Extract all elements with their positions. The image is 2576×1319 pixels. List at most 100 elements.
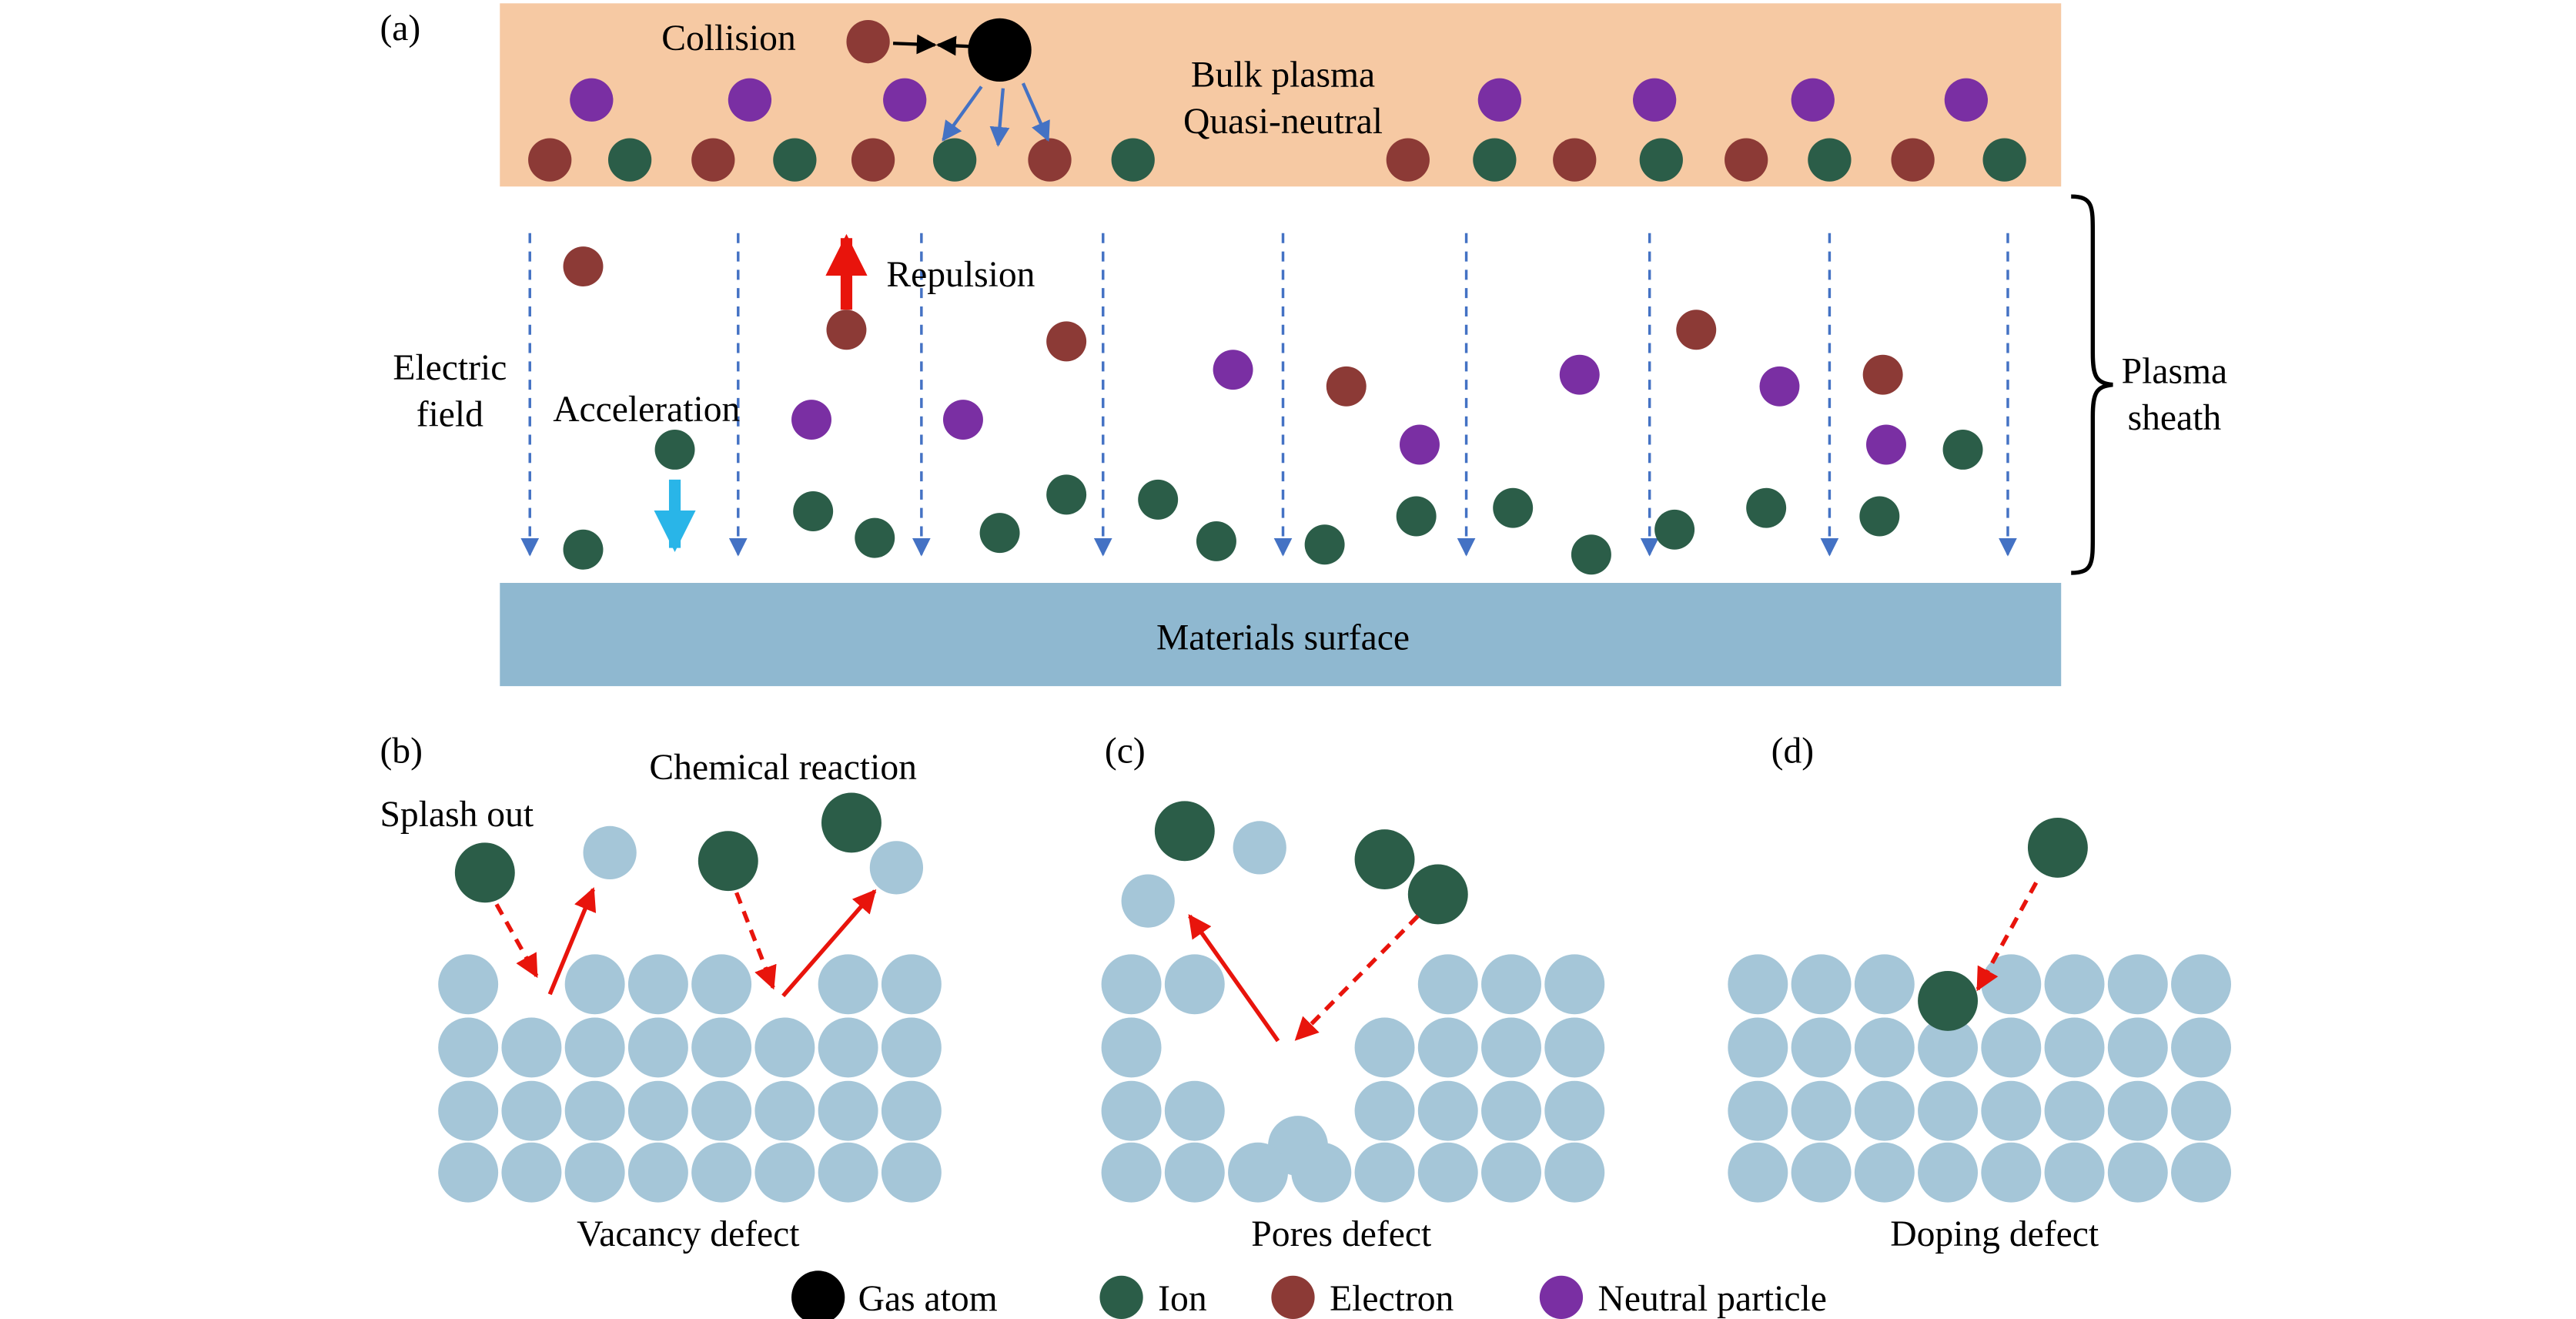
doping-lattice-circle xyxy=(1981,954,2042,1015)
c-ions-circle xyxy=(1354,829,1415,889)
panel-c-label: (c) xyxy=(1105,731,1146,772)
bulk-plasma-label-line1: Bulk plasma xyxy=(1191,55,1375,95)
electron-swatch xyxy=(1271,1275,1315,1319)
materials-surface-band xyxy=(500,583,2062,687)
bulk-neutral-row-circle xyxy=(728,78,772,122)
doping-lattice-circle xyxy=(1728,1080,1788,1141)
b-ions xyxy=(454,792,882,903)
pores-lattice-circle xyxy=(1481,1017,1541,1078)
pores-lattice-circle xyxy=(1417,1080,1478,1141)
scatter-arrow-3 xyxy=(1021,82,1050,142)
doping-lattice-circle xyxy=(2171,954,2231,1015)
vacancy-lattice-circle xyxy=(564,1017,625,1078)
sheath-neutrals-circle xyxy=(1400,424,1440,465)
pores-lattice-circle xyxy=(1354,1017,1415,1078)
pores-lattice-circle xyxy=(1544,1080,1605,1141)
sheath-electrons-circle xyxy=(1676,310,1717,350)
doping-lattice-circle xyxy=(1728,954,1788,1015)
legend-item-1: Ion xyxy=(1099,1275,1207,1319)
pores-lattice-circle xyxy=(1481,1142,1541,1203)
pores-lattice-circle xyxy=(1164,954,1225,1015)
scatter-arrow-2 xyxy=(989,88,1010,147)
b-impact-arrow-2 xyxy=(734,892,777,990)
vacancy-lattice-circle xyxy=(438,1142,499,1203)
bulk-neutral-row xyxy=(570,78,1989,122)
vacancy-lattice-circle xyxy=(691,1080,752,1141)
bulk-electron-row xyxy=(528,138,1935,182)
sheath-ions-circle xyxy=(1942,430,1983,470)
panel-b-label: (b) xyxy=(380,731,423,772)
neutral-particle-swatch xyxy=(1539,1275,1584,1319)
vacancy-lattice-circle xyxy=(881,1142,942,1203)
bulk-neutral-row-circle xyxy=(1791,78,1835,122)
c-ions-circle xyxy=(1154,801,1215,862)
sheath-ions-circle xyxy=(1196,521,1236,561)
chemical-reaction-label: Chemical reaction xyxy=(649,748,917,788)
bulk-neutral-row-circle xyxy=(570,78,614,122)
b-eject-arrow-1 xyxy=(547,887,597,996)
doping-lattice-circle xyxy=(2171,1017,2231,1078)
vacancy-lattice-circle xyxy=(754,1142,815,1203)
sheath-neutrals-circle xyxy=(1213,350,1253,390)
b-eject-arrow-2 xyxy=(781,889,877,998)
doping-lattice-circle xyxy=(1918,1080,1979,1141)
plasma-sheath-label-line1: Plasma xyxy=(2122,351,2227,391)
pores-lattice xyxy=(1101,954,1605,1203)
plasma-sheath-label-line2: sheath xyxy=(2128,398,2222,438)
doping-lattice-circle xyxy=(1981,1017,2042,1078)
bulk-ion-row-circle xyxy=(607,138,652,182)
doping-lattice-circle xyxy=(2044,1080,2105,1141)
doping-lattice-circle xyxy=(2044,1017,2105,1078)
plasma-sheath-brace xyxy=(2071,194,2113,575)
gas-atom-circle xyxy=(968,18,1032,82)
pores-lattice-circle xyxy=(1481,1080,1541,1141)
pores-lattice-circle xyxy=(1544,954,1605,1015)
sheath-ions-circle xyxy=(1571,534,1611,575)
collision-electron-circle xyxy=(846,19,890,64)
sheath-electrons-circle xyxy=(1862,354,1903,395)
vacancy-defect-label: Vacancy defect xyxy=(577,1214,799,1254)
bulk-ion-row-circle xyxy=(1639,138,1683,182)
doping-lattice-circle xyxy=(2171,1080,2231,1141)
repulsion-label: Repulsion xyxy=(886,255,1035,295)
legend-item-3: Neutral particle xyxy=(1539,1275,1827,1319)
doping-lattice-circle xyxy=(2044,954,2105,1015)
bulk-ion-row-circle xyxy=(933,138,977,182)
bulk-ion-row-circle xyxy=(1473,138,1517,182)
sheath-ions-circle xyxy=(1396,496,1437,537)
d-doped-ion-circle xyxy=(1918,970,1979,1031)
pores-lattice-circle xyxy=(1354,1080,1415,1141)
bulk-ion-row-circle xyxy=(1111,138,1155,182)
sheath-ions-circle xyxy=(855,517,895,558)
pores-lattice-circle xyxy=(1101,954,1162,1015)
gas-atom-swatch xyxy=(791,1270,845,1319)
vacancy-lattice-circle xyxy=(881,954,942,1015)
doping-lattice-circle xyxy=(1918,1142,1979,1203)
doping-lattice-circle xyxy=(1791,1080,1852,1141)
pores-lattice-circle xyxy=(1101,1017,1162,1078)
c-free-atoms-circle xyxy=(1233,821,1286,875)
sheath-neutrals-circle xyxy=(1866,424,1906,465)
legend-label: Gas atom xyxy=(858,1279,998,1319)
c-free-atoms xyxy=(1121,821,1286,928)
electric-field-label-line2: field xyxy=(417,395,483,435)
doping-lattice-circle xyxy=(1728,1017,1788,1078)
bulk-neutral-row-circle xyxy=(1633,78,1677,122)
doping-lattice-circle xyxy=(1791,1142,1852,1203)
doping-lattice-circle xyxy=(2171,1142,2231,1203)
pores-lattice-circle xyxy=(1481,954,1541,1015)
sheath-ions-circle xyxy=(1304,524,1345,565)
sheath-neutrals-circle xyxy=(942,400,983,440)
sheath-ions-circle xyxy=(1138,479,1179,520)
vacancy-lattice-circle xyxy=(691,1142,752,1203)
gas-atom xyxy=(968,18,1032,82)
doping-lattice-circle xyxy=(2107,1080,2168,1141)
bulk-ion-row xyxy=(607,138,2026,182)
doping-lattice-circle xyxy=(1728,1142,1788,1203)
scatter-arrow-1 xyxy=(942,85,983,142)
materials-surface-label: Materials surface xyxy=(1156,618,1410,658)
doping-defect-label: Doping defect xyxy=(1890,1214,2099,1254)
vacancy-lattice-circle xyxy=(438,1080,499,1141)
legend-label: Ion xyxy=(1158,1279,1207,1319)
